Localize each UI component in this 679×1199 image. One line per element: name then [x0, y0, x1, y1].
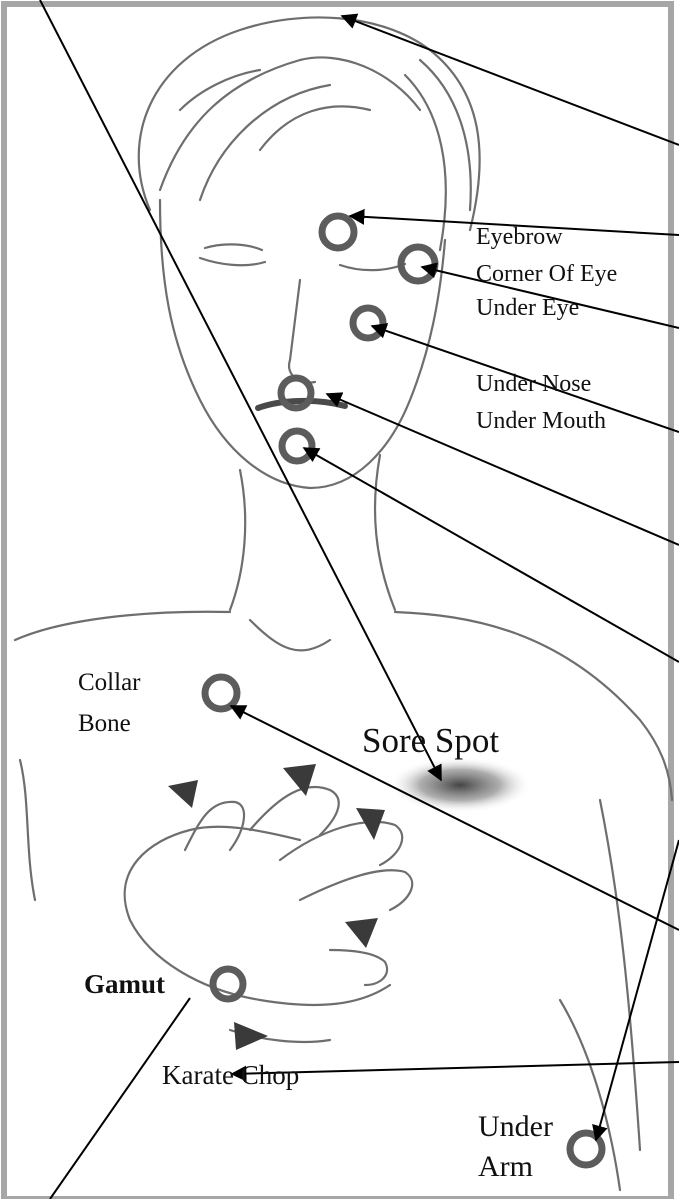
sore-spot-shading: [388, 757, 532, 813]
label-under-arm-line1: Under: [478, 1110, 553, 1143]
label-eyebrow: Eyebrow: [476, 224, 563, 250]
label-collar-line2: Bone: [78, 710, 131, 737]
label-under-mouth: Under Mouth: [476, 408, 606, 434]
label-collar-line1: Collar: [78, 669, 141, 696]
label-under-arm-line2: Arm: [478, 1150, 533, 1183]
label-under-eye: Under Eye: [476, 295, 579, 321]
label-corner-of-eye: Corner Of Eye: [476, 261, 617, 287]
label-sore-spot: Sore Spot: [362, 721, 499, 760]
label-under-nose: Under Nose: [476, 371, 591, 397]
label-gamut: Gamut: [84, 969, 165, 999]
label-karate-chop: Karate Chop: [162, 1060, 299, 1090]
